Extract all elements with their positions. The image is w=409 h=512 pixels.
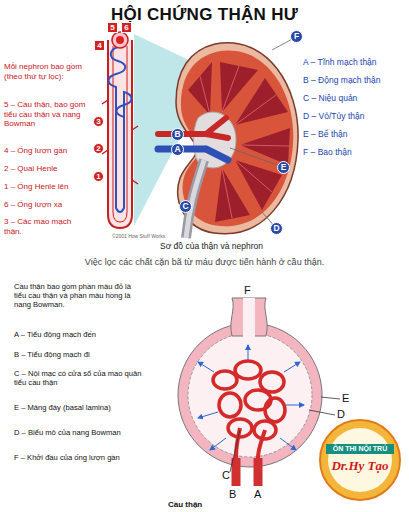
node-text: 4 [97, 42, 101, 50]
diagram-title: HỘI CHỨNG THẬN HƯ [0, 5, 409, 25]
list-item: 2 – Quai Henle [4, 164, 90, 174]
node-text: 5 [110, 24, 114, 32]
copyright-note: ©2001 How Stuff Works [112, 233, 165, 239]
node-text: D [273, 224, 279, 233]
node-text: F [294, 32, 299, 41]
list-item: 1 – Ống Henle lên [4, 182, 90, 192]
node-text: 6 [124, 24, 128, 32]
callout-letter: F [244, 284, 251, 296]
list-item: E – Màng đáy (basal lamina) [14, 403, 142, 412]
list-item: 5 – Cầu thận, bao gồm tiểu cầu thận và n… [4, 100, 90, 129]
list-item: A – Tĩnh mạch thận [303, 57, 407, 67]
kidney [158, 37, 298, 238]
node-text: 1 [96, 173, 100, 181]
list-item: 3 – Các mao mạch thận. [4, 217, 90, 236]
callout-letter: C [179, 200, 192, 213]
renal-artery [158, 118, 228, 138]
tubule-lumen [243, 298, 255, 340]
tubule [109, 46, 132, 212]
list-item: D – Biểu mô của nang Bowman [14, 428, 142, 437]
callout-number: 4 [94, 40, 105, 51]
callout-number: 1 [93, 171, 104, 182]
callout-letter: E [342, 392, 349, 404]
description-note: Việc lọc các chất cặn bã từ máu được tiế… [0, 257, 409, 267]
node-text: E [281, 163, 287, 172]
node-text: ÔN THI NỘI TRÚ [326, 444, 394, 454]
callout-letter: D [270, 222, 283, 235]
node-text: B [174, 130, 180, 139]
capillary-tuft [213, 361, 285, 439]
glomerulus [116, 36, 124, 44]
list-item: C – Niệu quản [303, 93, 407, 103]
leader-line [230, 37, 296, 228]
list-item: C – Nội mạc có cửa sổ của mao quản tiểu … [14, 369, 142, 387]
watermark-logo: ÔN THI NỘI TRÚ Dr.Hy Tạo [318, 418, 402, 502]
callout-letter: C [222, 469, 230, 481]
capillary-loop [108, 40, 132, 228]
callout-letter: D [337, 408, 345, 420]
list-item: A – Tiểu động mạch đến [14, 330, 142, 339]
node-text: 2 [96, 145, 100, 153]
medulla-pyramids [188, 62, 290, 222]
description-note: Cầu thận bao gồm phần màu đỏ là tiểu cầu… [14, 282, 142, 309]
callout-number: 3 [93, 116, 104, 127]
list-item: D – Vỏ/Tủy thận [303, 111, 407, 121]
list-item: F – Bao thận [303, 147, 407, 157]
callout-number: 6 [121, 22, 132, 33]
ureter [186, 160, 204, 238]
node-text: Dr.Hy Tạo [318, 458, 402, 473]
list-item: F – Khởi đầu của ống lượn gần [14, 453, 142, 462]
list-item: B – Tiểu động mạch đi [14, 350, 142, 359]
filtration-arrows [198, 345, 304, 450]
bowman-capsule-wall [178, 323, 322, 467]
kidney-cortex [181, 51, 293, 227]
callout-letter: B [229, 488, 236, 500]
callout-letter: F [290, 30, 303, 43]
callout-letter: A [254, 488, 261, 500]
arterioles [236, 458, 258, 486]
callout-letter: A [171, 143, 184, 156]
nephron [102, 32, 138, 228]
ureter-lumen [186, 160, 204, 238]
list-item: 6 – Ống lượn xa [4, 200, 90, 210]
list-item: B – Động mạch thận [303, 75, 407, 85]
renal-vein [158, 149, 228, 160]
node-text: 3 [96, 118, 100, 126]
list-item: E – Bể thận [303, 129, 407, 139]
glomerulus-detail [178, 298, 340, 486]
callout-number: 2 [93, 143, 104, 154]
list-heading: Mỗi nephron bao gồm (theo thứ tự lọc): [4, 62, 90, 81]
figure-caption: Cầu thận [168, 500, 202, 509]
capillary-branch [102, 100, 138, 184]
callout-number: 5 [107, 22, 118, 33]
list-item: 4 – Ống lượn gần [4, 146, 90, 156]
callout-letter: E [277, 161, 290, 174]
callout-letter: B [171, 128, 184, 141]
figure-caption: Sơ đồ của thận và nephron [160, 241, 263, 251]
node-text: C [182, 202, 188, 211]
bowman-space [188, 333, 312, 457]
bowman-capsule [112, 32, 128, 48]
node-text: A [174, 145, 180, 154]
